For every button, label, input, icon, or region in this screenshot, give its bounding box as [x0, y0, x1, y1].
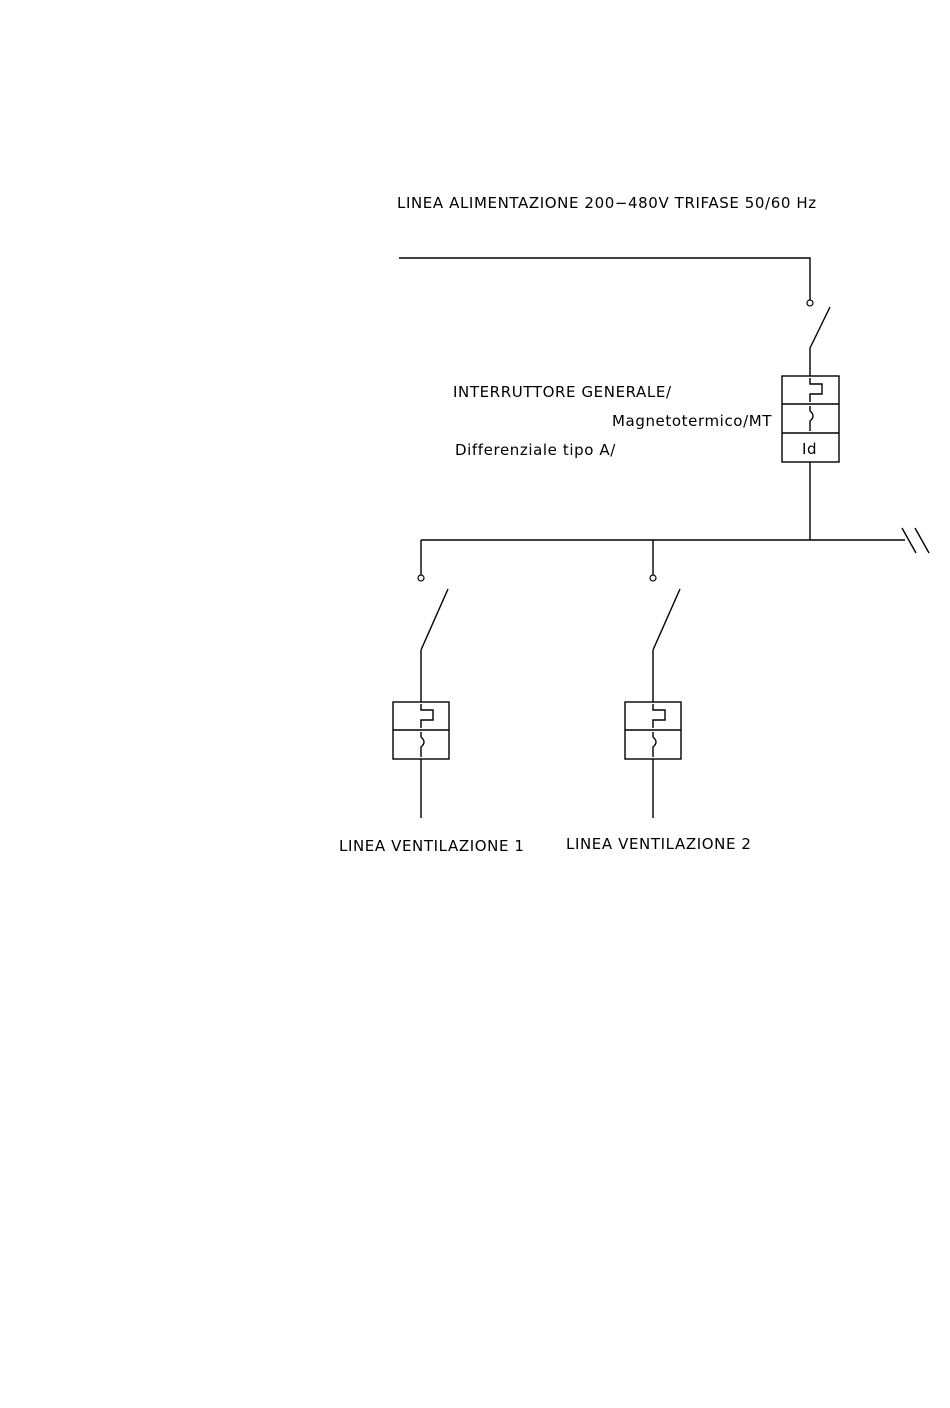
differential-symbol: Id — [802, 440, 817, 458]
branch-1-magnetic-trip-icon — [421, 732, 424, 757]
branch-2-label: LINEA VENTILAZIONE 2 — [566, 835, 752, 853]
main-breaker-label-line3: Differenziale tipo A/ — [455, 441, 616, 459]
main-switch-blade — [810, 307, 830, 348]
supply-feed-line — [399, 258, 810, 300]
magnetic-trip-icon — [810, 406, 813, 431]
branch-1-thermal-trip-icon — [421, 704, 433, 728]
branch-2-thermal-trip-icon — [653, 704, 665, 728]
branch-1-switch-blade — [421, 589, 448, 650]
thermal-trip-icon — [810, 378, 822, 402]
main-switch-terminal — [807, 300, 813, 306]
branch-1: LINEA VENTILAZIONE 1 — [339, 540, 525, 855]
main-breaker-label-line2: Magnetotermico/MT — [612, 412, 772, 430]
branch-2-switch-terminal — [650, 575, 656, 581]
branch-2: LINEA VENTILAZIONE 2 — [566, 540, 752, 853]
main-breaker-label-line1: INTERRUTTORE GENERALE/ — [453, 383, 672, 401]
main-breaker-block: Id — [782, 376, 839, 462]
branch-1-label: LINEA VENTILAZIONE 1 — [339, 837, 525, 855]
branch-2-switch-blade — [653, 589, 680, 650]
branch-2-magnetic-trip-icon — [653, 732, 656, 757]
branch-1-switch-terminal — [418, 575, 424, 581]
busbar-continuation-icon — [902, 528, 929, 553]
supply-line-label: LINEA ALIMENTAZIONE 200−480V TRIFASE 50/… — [397, 194, 817, 212]
main-switch — [807, 300, 830, 376]
